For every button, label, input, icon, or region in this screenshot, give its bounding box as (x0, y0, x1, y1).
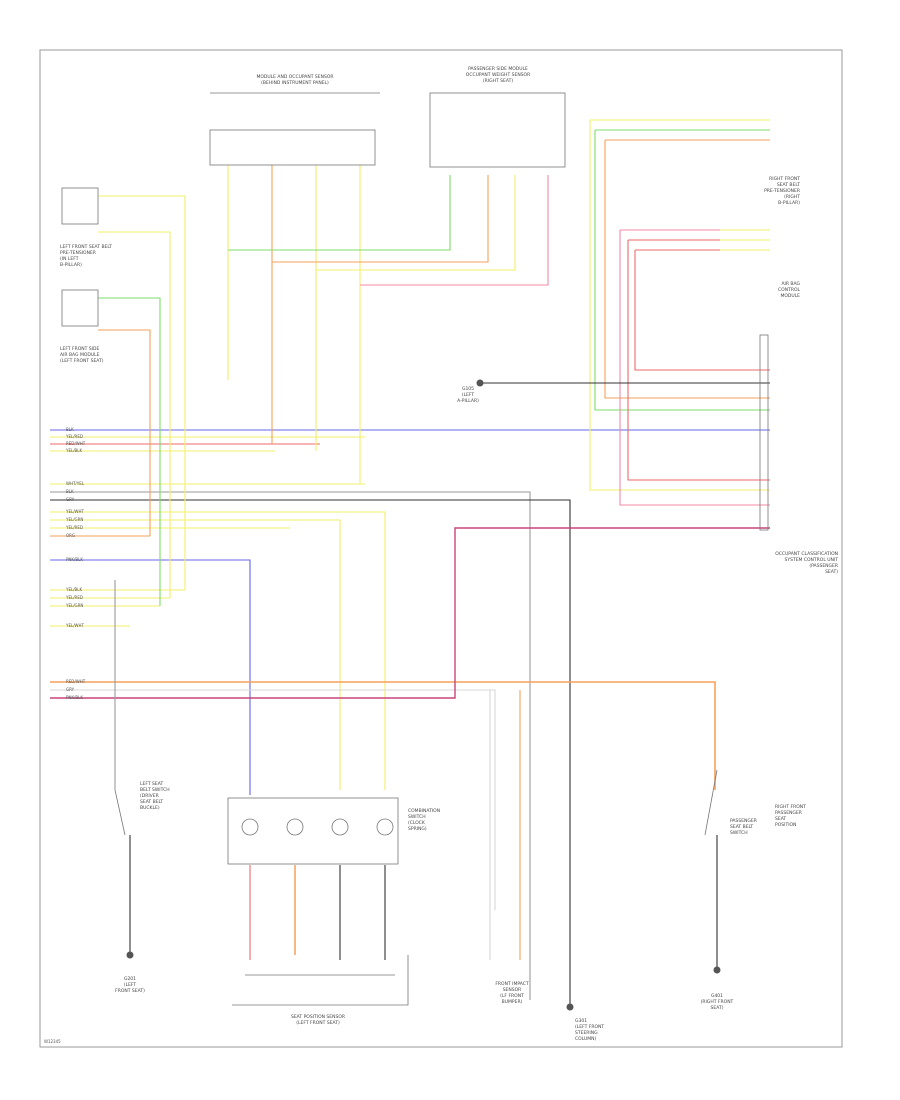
wire-right-r2-drop (634, 250, 770, 371)
wire-tag: RED/WHT (66, 679, 86, 684)
switch-bracket (232, 955, 409, 1006)
wire-magenta-long (50, 527, 770, 699)
labels: MODULE AND OCCUPANT SENSOR(BEHIND INSTRU… (44, 66, 838, 1044)
wire-tag: GRY (66, 497, 75, 502)
wire-tag: BLK (66, 427, 74, 432)
wire-tag: PNK/BLK (66, 557, 83, 562)
wire-right-r1-drop (627, 240, 770, 481)
wire-tag: YEL/GRN (65, 603, 83, 608)
diagram-frame (39, 49, 843, 1048)
wire-tag: BLK (66, 489, 74, 494)
wire-tag: YEL/WHT (65, 509, 85, 514)
wire-gray-1 (50, 491, 531, 1000)
wire-harness (50, 119, 770, 1005)
wire-yellow-5 (50, 519, 341, 790)
terminal-2 (286, 818, 304, 836)
wire-tag: ORG (66, 533, 75, 538)
ground-mid-icon (566, 1003, 574, 1011)
wire-tag: YEL/RED (65, 434, 83, 439)
wire-tag: WHT/YEL (66, 481, 85, 486)
wire-pink-top (360, 175, 549, 286)
ground-right-icon (713, 966, 721, 974)
wire-orange-long (50, 681, 716, 790)
diagram-id: W12345 (44, 1039, 61, 1044)
combination-switch-body (227, 797, 399, 865)
wire-right-y1-drop (589, 120, 770, 491)
wire-lf-buckle-2 (98, 231, 171, 598)
wire-tag: YEL/RED (65, 595, 83, 600)
ground-g105-icon (476, 379, 484, 387)
wire-tag: PNK/BLK (66, 695, 83, 700)
label-sensor-top: MODULE AND OCCUPANT SENSOR(BEHIND INSTRU… (256, 74, 333, 86)
wire-tag: YEL/BLK (65, 448, 83, 453)
right-module-edge (759, 334, 769, 531)
wire-yellow-4 (50, 511, 386, 790)
wire-light-1 (50, 689, 496, 910)
wire-tag: YEL/GRN (65, 517, 83, 522)
wire-right-p1-drop (619, 230, 770, 506)
sensor-top-connector (209, 129, 376, 166)
wire-lf-buckle-1 (98, 195, 186, 590)
wire-tag: YEL/BLK (65, 587, 83, 592)
wire-blue-2 (50, 559, 251, 795)
terminal-1 (241, 818, 259, 836)
terminal-4 (376, 818, 394, 836)
wire-tag: RED/WHT (66, 441, 86, 446)
wire-right-o1-drop (604, 140, 770, 399)
terminal-3 (331, 818, 349, 836)
passenger-switch-arm (704, 769, 718, 836)
wire-tag: YEL/RED (65, 525, 83, 530)
wire-right-g1-drop (594, 130, 770, 411)
wire-orange-top (272, 175, 489, 263)
wire-yellow-top (316, 175, 516, 271)
wire-dark-1 (50, 499, 571, 1005)
wire-lf-side-1 (98, 297, 161, 606)
sensor-right-box (429, 92, 566, 168)
wire-lf-side-2 (98, 329, 151, 536)
lf-buckle-component (61, 187, 99, 225)
ground-left-icon (126, 951, 134, 959)
wire-tag: GRY (66, 687, 75, 692)
grounds (126, 379, 721, 1011)
wire-green-top (228, 175, 451, 251)
lf-side-component (61, 289, 99, 327)
components (61, 92, 769, 1006)
label-combo-conn: SEAT POSITION SENSOR(LEFT FRONT SEAT) (291, 1014, 345, 1026)
lf-switch-arm (114, 789, 126, 836)
wire-tag: YEL/WHT (65, 623, 85, 628)
